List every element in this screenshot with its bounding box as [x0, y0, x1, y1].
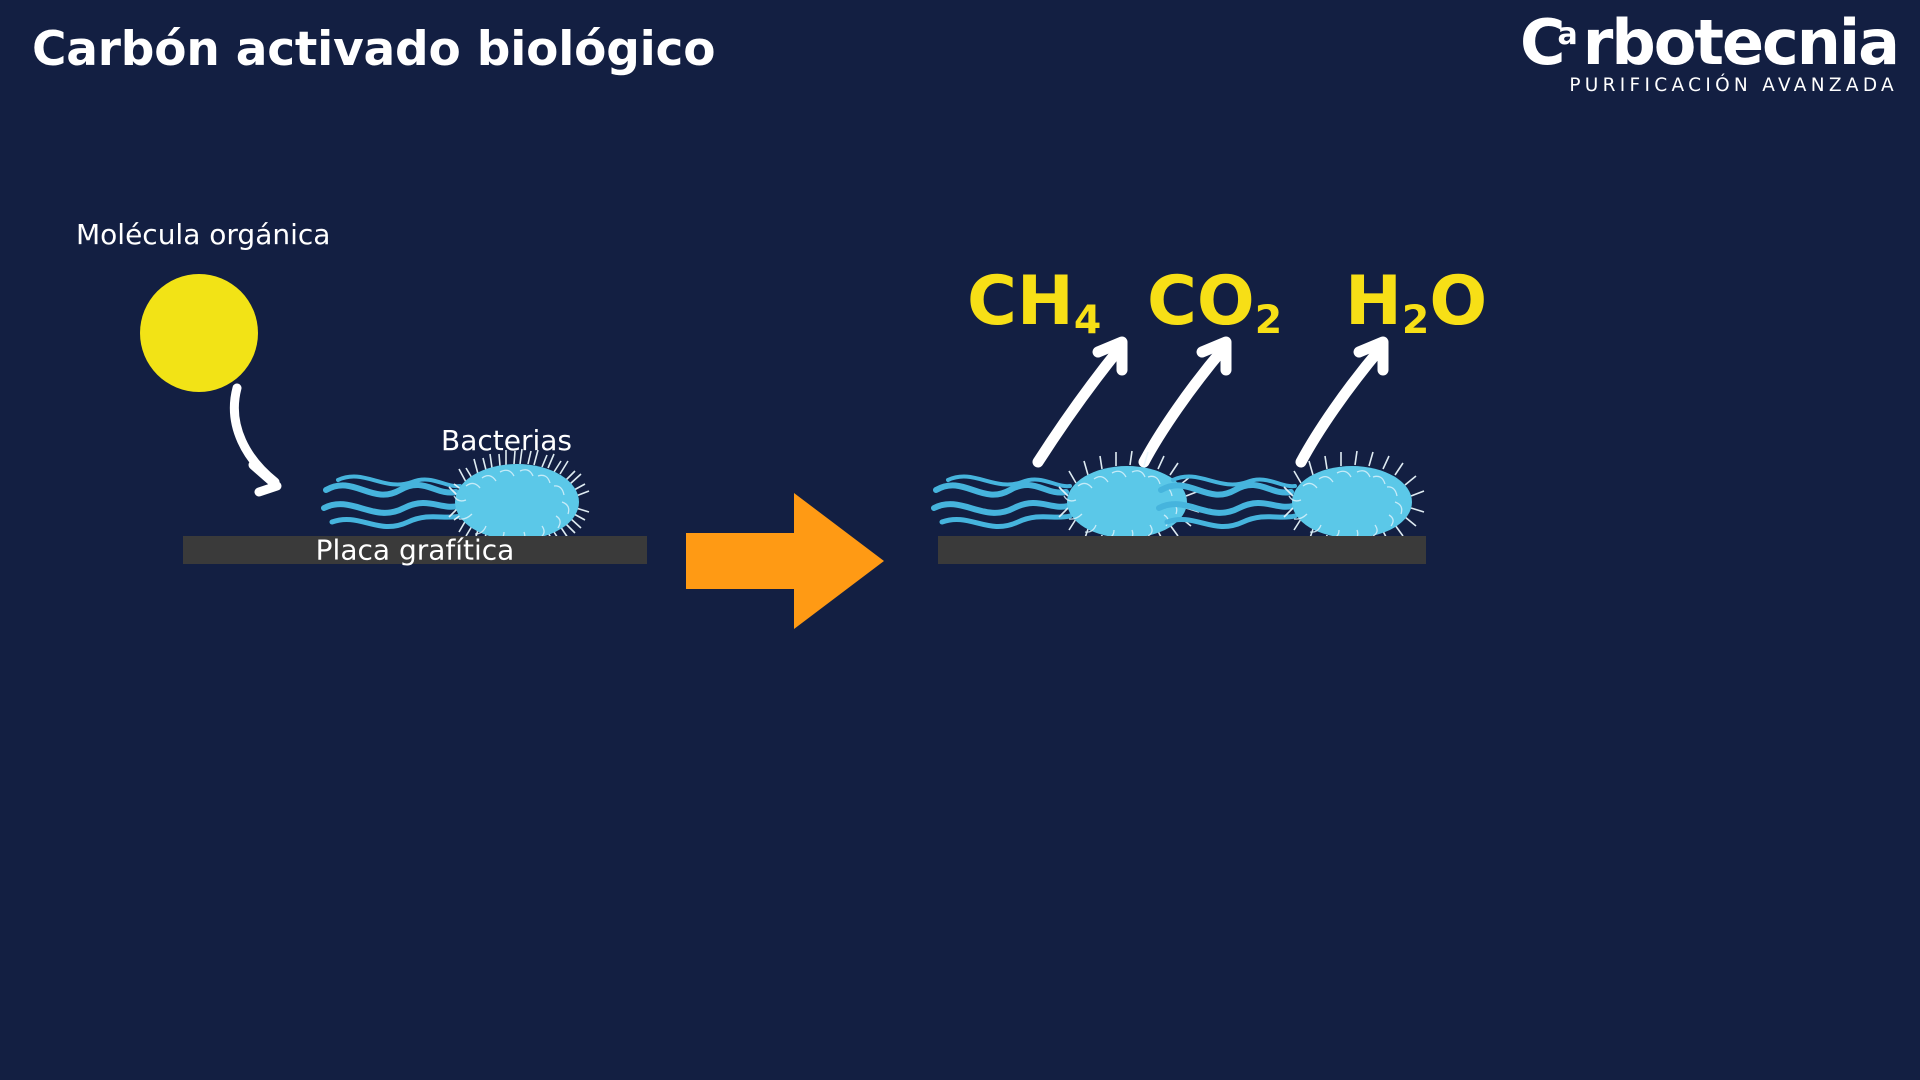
logo-superscript-a: a	[1557, 17, 1578, 52]
emission-arrow-h2o	[1295, 326, 1399, 468]
formula-co2-main: CO	[1147, 262, 1255, 341]
formula-h2o-tail: O	[1429, 262, 1488, 341]
page-title: Carbón activado biológico	[32, 22, 716, 77]
formula-ch4-main: CH	[967, 262, 1074, 341]
formula-h2o: H2O	[1345, 268, 1487, 340]
molecule-drop-arrow	[215, 382, 335, 512]
formula-ch4: CH4	[967, 268, 1101, 340]
logo-wordmark: Carbotecnia	[1520, 12, 1900, 74]
formula-co2: CO2	[1147, 268, 1282, 340]
logo-tagline: PURIFICACIÓN AVANZADA	[1569, 75, 1898, 96]
formula-ch4-sub: 4	[1073, 296, 1102, 343]
flagella-group	[1156, 474, 1298, 529]
formula-h2o-main: H	[1345, 262, 1402, 341]
organic-molecule-circle	[140, 274, 258, 392]
flagella-group	[931, 474, 1073, 529]
graphite-plate-left: Placa grafítica	[183, 533, 647, 567]
formula-h2o-sub: 2	[1401, 296, 1430, 343]
molecule-label: Molécula orgánica	[76, 218, 331, 251]
emission-arrow-co2	[1138, 326, 1242, 468]
bacterium-left	[320, 448, 620, 554]
formula-co2-sub: 2	[1254, 296, 1283, 343]
graphite-plate-right	[938, 536, 1426, 564]
logo-word-rest: rbotecnia	[1582, 6, 1900, 79]
emission-arrow-ch4	[1030, 326, 1140, 468]
process-arrow	[686, 493, 884, 629]
logo-letter-c: C	[1520, 6, 1565, 79]
flagella-group	[321, 474, 463, 529]
graphite-plate-label: Placa grafítica	[315, 533, 515, 567]
bacterium-right-b	[1155, 450, 1455, 551]
brand-logo: Carbotecnia PURIFICACIÓN AVANZADA	[1520, 12, 1900, 96]
